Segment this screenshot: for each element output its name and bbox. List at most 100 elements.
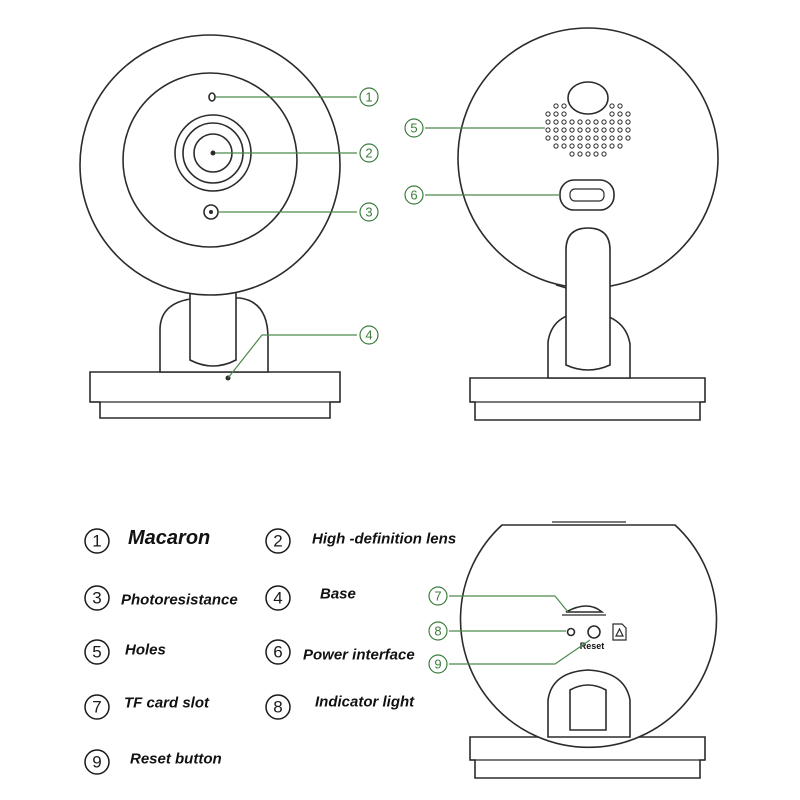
- speaker-hole: [625, 127, 631, 133]
- speaker-hole: [593, 127, 599, 133]
- speaker-hole: [609, 135, 615, 141]
- svg-text:9: 9: [434, 657, 441, 672]
- speaker-hole: [553, 135, 559, 141]
- legend-item-2: 2 High -definition lens: [265, 528, 456, 554]
- svg-text:8: 8: [434, 624, 441, 639]
- legend-item-9: 9 Reset button: [84, 749, 222, 775]
- speaker-hole: [577, 143, 583, 149]
- callout-3: 3: [359, 202, 379, 222]
- svg-text:3: 3: [365, 205, 372, 220]
- speaker-hole: [569, 143, 575, 149]
- legend-num-4: 4: [273, 589, 282, 608]
- legend-label-3: Photoresistance: [121, 592, 238, 609]
- legend-num-9: 9: [92, 753, 101, 772]
- indicator-light: [566, 627, 576, 637]
- speaker-hole: [561, 103, 567, 109]
- speaker-hole: [569, 119, 575, 125]
- speaker-hole: [617, 143, 623, 149]
- speaker-hole: [601, 143, 607, 149]
- legend-label-4: Base: [320, 586, 356, 603]
- speaker-hole: [617, 111, 623, 117]
- speaker-hole: [545, 119, 551, 125]
- callout-4: 4: [359, 325, 379, 345]
- power-interface-port: [559, 179, 615, 211]
- callout-5: 5: [404, 118, 424, 138]
- bottom-body: [459, 524, 718, 749]
- legend-label-8: Indicator light: [315, 694, 415, 711]
- callout-6: 6: [404, 185, 424, 205]
- legend-label-1: Macaron: [128, 527, 210, 549]
- front-base: [89, 371, 341, 419]
- speaker-hole: [609, 143, 615, 149]
- legend-label-5: Holes: [125, 642, 166, 659]
- reset-label: Reset: [580, 641, 605, 651]
- legend-num-7: 7: [92, 698, 101, 717]
- legend-num-3: 3: [92, 589, 101, 608]
- svg-text:7: 7: [434, 589, 441, 604]
- callout-9: 9: [428, 654, 448, 674]
- speaker-hole: [553, 111, 559, 117]
- speaker-hole: [617, 119, 623, 125]
- speaker-hole: [561, 127, 567, 133]
- tf-card-icon: [612, 623, 627, 641]
- reset-button: [587, 625, 601, 639]
- legend-num-2: 2: [273, 532, 282, 551]
- svg-text:6: 6: [410, 188, 417, 203]
- legend-num-6: 6: [273, 643, 282, 662]
- speaker-hole: [545, 127, 551, 133]
- speaker-hole: [609, 119, 615, 125]
- speaker-hole: [553, 127, 559, 133]
- legend-label-2: High -definition lens: [312, 531, 456, 548]
- legend-item-6: 6 Power interface: [265, 639, 415, 665]
- speaker-hole: [561, 135, 567, 141]
- legend-item-8: 8 Indicator light: [265, 694, 415, 720]
- speaker-hole: [593, 119, 599, 125]
- callout-1: 1: [359, 87, 379, 107]
- speaker-hole: [609, 127, 615, 133]
- speaker-hole: [561, 143, 567, 149]
- speaker-hole: [593, 143, 599, 149]
- legend-num-5: 5: [92, 643, 101, 662]
- legend-item-7: 7 TF card slot: [84, 694, 210, 720]
- callout-2: 2: [359, 143, 379, 163]
- legend-label-7: TF card slot: [124, 695, 210, 712]
- bottom-stand-neck: [569, 684, 607, 731]
- front-view: 1 2 3 4: [79, 34, 379, 419]
- leader-9: [449, 639, 591, 665]
- speaker-hole: [601, 119, 607, 125]
- legend-label-9: Reset button: [130, 751, 222, 768]
- back-stand-neck: [565, 227, 611, 371]
- speaker-holes: [545, 103, 631, 157]
- speaker-hole: [569, 135, 575, 141]
- legend-num-8: 8: [273, 698, 282, 717]
- speaker-hole: [553, 103, 559, 109]
- svg-text:5: 5: [410, 121, 417, 136]
- speaker-hole: [561, 119, 567, 125]
- speaker-hole: [601, 127, 607, 133]
- back-top-oval: [567, 81, 609, 115]
- svg-text:1: 1: [365, 90, 372, 105]
- speaker-hole: [585, 151, 591, 157]
- bottom-view: Reset 7 8 9: [428, 521, 718, 779]
- callout-8: 8: [428, 621, 448, 641]
- speaker-hole: [601, 151, 607, 157]
- speaker-hole: [569, 151, 575, 157]
- back-stand-hinge: [555, 284, 567, 289]
- speaker-hole: [601, 135, 607, 141]
- legend-num-1: 1: [92, 532, 101, 551]
- svg-text:4: 4: [365, 328, 372, 343]
- speaker-hole: [593, 135, 599, 141]
- legend-item-3: 3 Photoresistance: [84, 585, 238, 611]
- speaker-hole: [553, 143, 559, 149]
- back-view: 5 6: [404, 27, 719, 421]
- speaker-hole: [625, 135, 631, 141]
- speaker-hole: [545, 135, 551, 141]
- speaker-hole: [577, 135, 583, 141]
- speaker-hole: [625, 111, 631, 117]
- speaker-hole: [625, 119, 631, 125]
- speaker-hole: [609, 103, 615, 109]
- speaker-hole: [577, 119, 583, 125]
- speaker-hole: [585, 127, 591, 133]
- leader-7b: [554, 595, 569, 613]
